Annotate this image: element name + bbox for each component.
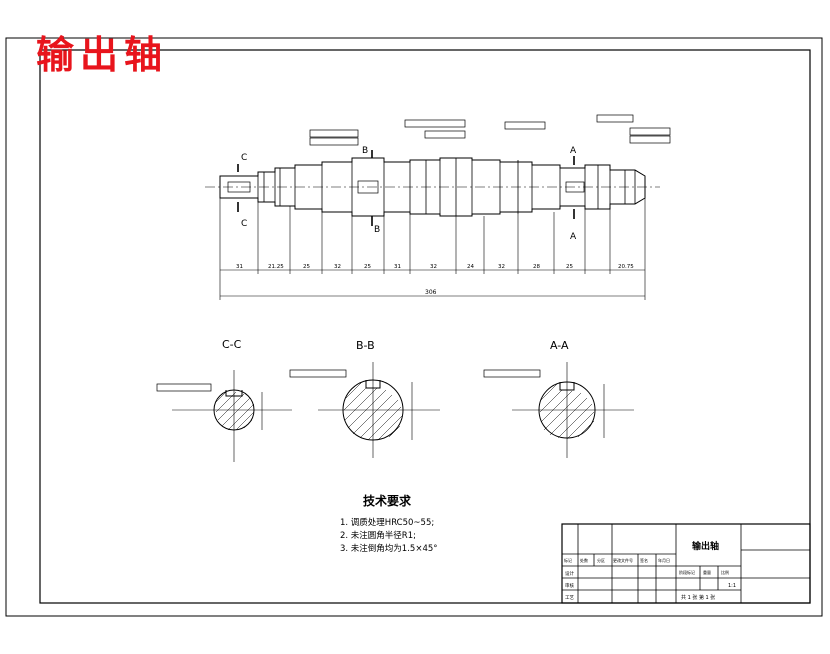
outer-border bbox=[5, 37, 823, 617]
header-cell-4: 更改文件号 bbox=[613, 557, 633, 563]
dim-seg-1: 31 bbox=[236, 264, 243, 270]
dim-seg-10: 28 bbox=[533, 264, 540, 270]
header-cell-1: 标记 bbox=[564, 557, 572, 563]
dim-seg-11: 25 bbox=[566, 264, 573, 270]
stage-cell-1: 阶段标记 bbox=[679, 569, 695, 575]
stage-cell-3: 比例 bbox=[721, 569, 729, 575]
dim-seg-3: 25 bbox=[303, 264, 310, 270]
section-view-c bbox=[156, 370, 292, 462]
title-block-scale: 1:1 bbox=[728, 583, 736, 589]
cut-mark-c-bottom: C bbox=[241, 219, 247, 229]
dim-seg-2: 21.25 bbox=[268, 264, 284, 270]
keyway-left bbox=[227, 181, 251, 193]
section-view-b bbox=[289, 362, 440, 458]
section-label-a: A-A bbox=[550, 339, 569, 352]
dim-seg-7: 32 bbox=[430, 264, 437, 270]
dim-seg-12: 20.75 bbox=[618, 264, 634, 270]
dim-seg-4: 32 bbox=[334, 264, 341, 270]
dim-seg-8: 24 bbox=[467, 264, 474, 270]
cut-mark-b-top: B bbox=[362, 146, 368, 156]
title-block-stage-cells: 阶段标记 重量 比例 bbox=[679, 569, 729, 575]
title-block-row-labels: 设计 审核 工艺 bbox=[565, 570, 574, 601]
header-cell-6: 年月日 bbox=[658, 557, 670, 563]
tech-req-heading: 技术要求 bbox=[363, 493, 412, 508]
row-label-process: 工艺 bbox=[565, 595, 574, 601]
inner-frame bbox=[39, 49, 811, 604]
dim-total: 306 bbox=[425, 289, 437, 296]
keyway-right bbox=[565, 181, 585, 193]
section-view-a bbox=[483, 362, 634, 458]
dim-seg-5: 25 bbox=[364, 264, 371, 270]
keyway-mid bbox=[357, 180, 379, 194]
row-label-design: 设计 bbox=[565, 570, 574, 577]
tolerance-frames bbox=[309, 114, 671, 146]
cut-mark-b-bottom: B bbox=[374, 225, 380, 235]
header-cell-3: 分区 bbox=[597, 557, 605, 563]
shaft-main-view bbox=[205, 150, 660, 226]
row-label-review: 审核 bbox=[565, 582, 574, 589]
dimension-lines bbox=[219, 198, 646, 300]
section-label-b: B-B bbox=[356, 339, 375, 352]
dim-seg-6: 31 bbox=[394, 264, 401, 270]
header-cell-2: 处数 bbox=[580, 557, 588, 563]
tech-req-item-3: 3. 未注倒角均为1.5×45° bbox=[340, 543, 438, 554]
segment-dimensions: 31 21.25 25 32 25 31 32 24 32 28 25 20.7… bbox=[236, 264, 634, 270]
title-block-part-name: 输出轴 bbox=[692, 540, 719, 552]
cut-mark-c-top: C bbox=[241, 153, 247, 163]
cut-mark-a-top: A bbox=[570, 146, 577, 156]
tech-req-item-2: 2. 未注圆角半径R1; bbox=[340, 530, 416, 541]
stage-cell-2: 重量 bbox=[703, 569, 711, 575]
tech-req-item-1: 1. 调质处理HRC50~55; bbox=[340, 517, 434, 528]
overlay-title: 输出轴 bbox=[36, 32, 169, 77]
title-block-header-cells: 标记 处数 分区 更改文件号 签名 年月日 bbox=[564, 557, 670, 563]
title-block bbox=[561, 523, 811, 604]
dim-seg-9: 32 bbox=[498, 264, 505, 270]
section-label-c: C-C bbox=[222, 338, 242, 351]
cut-mark-a-bottom: A bbox=[570, 232, 577, 242]
header-cell-5: 签名 bbox=[640, 557, 648, 563]
shaft-step-lines bbox=[257, 158, 636, 216]
title-block-sheet-info: 共 1 张 第 1 张 bbox=[681, 594, 715, 601]
